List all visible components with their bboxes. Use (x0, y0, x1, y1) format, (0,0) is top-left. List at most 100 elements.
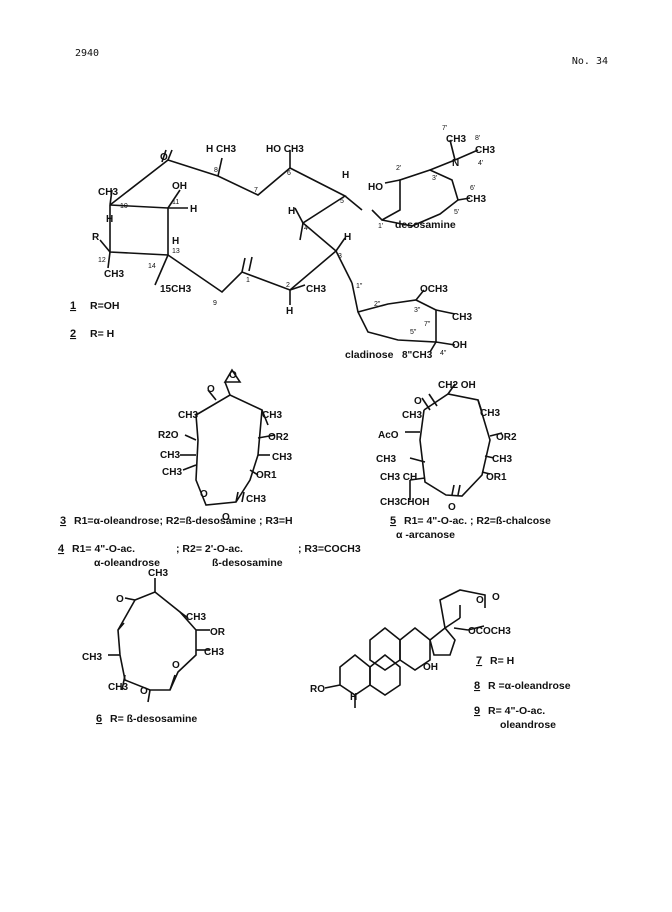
compound-4-r2: ; R2= 2'-O-ac. (176, 543, 243, 555)
lactone-o-label: O (200, 489, 208, 500)
ch3-15-label: 15CH3 (160, 284, 192, 295)
or2-label: OR2 (268, 432, 289, 443)
oh-11-label: OH (172, 181, 187, 192)
lactone-o-label: O (140, 686, 148, 697)
ch3-a-label: CH3 (186, 612, 206, 623)
h-13-label: H (172, 236, 179, 247)
or1-label: OR1 (486, 472, 507, 483)
or-label: OR (210, 627, 226, 638)
compound-5-number: 5 (390, 515, 396, 527)
compound-3-definition: R1=α-oleandrose; R2=ß-desosamine ; R3=H (74, 515, 293, 527)
ch3-b-label: CH3 (262, 410, 282, 421)
compound-4-r3: ; R3=COCH3 (298, 543, 361, 555)
ch3-8p-label: CH3 (475, 145, 495, 156)
atom-number-10: 10 (120, 203, 128, 210)
compound-6-number: 6 (96, 713, 102, 725)
ococh3-label: OCOCH3 (468, 626, 511, 637)
ch3-12-label: CH3 (104, 269, 124, 280)
structure-6: CH3 O CH3 OR CH3 CH3 CH3 O O 6 R= ß-deso… (82, 568, 226, 725)
ch3-a-label: CH3 (178, 410, 198, 421)
epoxide-o-label: O (229, 370, 237, 381)
compound-3-number: 3 (60, 515, 66, 527)
atom-number-7pp: 7" (424, 321, 431, 328)
h-2-label: H (286, 306, 293, 317)
compound-1-definition: R=OH (90, 300, 119, 312)
ketone-o-label: O (207, 384, 215, 395)
atom-number-5: 5 (340, 198, 344, 205)
compound-4-r1-sugar: α-oleandrose (94, 557, 160, 569)
r-label: R (92, 232, 100, 243)
n-label: N (452, 158, 459, 169)
h-3-label: H (344, 232, 351, 243)
atom-number-1pp: 1" (356, 283, 363, 290)
atom-number-1: 1 (246, 277, 250, 284)
aco-label: AcO (378, 430, 399, 441)
r2o-label: R2O (158, 430, 179, 441)
compound-5-sugar: α -arcanose (396, 529, 455, 541)
or2-label: OR2 (496, 432, 517, 443)
compound-4-r2-sugar: ß-desosamine (212, 557, 283, 569)
atom-number-6: 6 (287, 170, 291, 177)
atom-number-11: 11 (172, 199, 179, 206)
structure-steroid: RO H OH OCOCH3 O O 7 R= H 8 R =α-oleandr… (310, 589, 571, 731)
compound-5-definition: R1= 4"-O-ac. ; R2=ß-chalcose (404, 515, 551, 527)
compound-8-definition: R =α-oleandrose (488, 680, 571, 692)
compound-9-definition: R= 4"-O-ac. (488, 705, 545, 717)
desosamine-label: desosamine (395, 219, 456, 231)
compound-2-definition: R= H (90, 328, 114, 340)
compound-4-r1: R1= 4"-O-ac. (72, 543, 135, 555)
ch3choh-label: CH3CHOH (380, 497, 429, 508)
atom-number-2p: 2' (396, 165, 401, 172)
ch3-2-label: CH3 (306, 284, 326, 295)
structure-oleandomycin: O O CH3 CH3 R2O OR2 CH3 CH3 CH3 OR1 CH3 … (58, 368, 361, 569)
oh-4pp-label: OH (452, 340, 467, 351)
ch3-d-label: CH3 (376, 454, 396, 465)
ch3-b-label: CH3 (480, 408, 500, 419)
atom-number-1p: 1' (378, 223, 383, 230)
atom-number-3: 3 (338, 253, 342, 260)
ch3-c-label: CH3 (82, 652, 102, 663)
ch3-7p-label: CH3 (446, 134, 466, 145)
ho-desosamine-label: HO (368, 182, 383, 193)
lactone-carbonyl-o-label: O (492, 592, 500, 603)
ch3-8pp-label: 8"CH3 (402, 350, 433, 361)
h-4-label: H (288, 206, 295, 217)
oh-label: OH (423, 662, 438, 673)
compound-1-number: 1 (70, 300, 76, 312)
h-11-label: H (190, 204, 197, 215)
atom-number-3pp: 3" (414, 307, 421, 314)
epoxide-o-label: O (172, 660, 180, 671)
ch3-e-label: CH3 (162, 467, 182, 478)
ch3-b-label: CH3 (204, 647, 224, 658)
ch3-c-label: CH3 (160, 450, 180, 461)
compound-4-number: 4 (58, 543, 65, 555)
ro-label: RO (310, 684, 325, 695)
ch3-f-label: CH3 (246, 494, 266, 505)
och3-label: OCH3 (420, 284, 448, 295)
compound-6-definition: R= ß-desosamine (110, 713, 197, 725)
atom-number-9: 9 (213, 300, 217, 307)
ch3-10-label: CH3 (98, 187, 118, 198)
compound-7-number: 7 (476, 655, 482, 667)
h-5-label: H (342, 170, 349, 181)
h-10-label: H (106, 214, 113, 225)
compound-8-number: 8 (474, 680, 480, 692)
ch3-6p-label: CH3 (466, 194, 486, 205)
ch3-top-label: CH3 (148, 568, 168, 579)
ch3-c-label: CH3 (492, 454, 512, 465)
atom-number-4p: 4' (478, 160, 483, 167)
atom-number-7: 7 (254, 187, 258, 194)
structure-erythromycin: O H CH3 HO CH3 CH3 OH H H H H H R CH3 15… (70, 125, 495, 361)
atom-number-13: 13 (172, 248, 180, 255)
atom-number-8p: 8' (475, 135, 480, 142)
carbonyl-o-label: O (448, 502, 456, 513)
ketone-o-label: O (414, 396, 422, 407)
structure-5: O CH2 OH CH3 AcO CH3 OR2 CH3 OR1 CH3 CH3… (376, 380, 551, 541)
ch3-a-label: CH3 (402, 410, 422, 421)
atom-number-2: 2 (286, 282, 290, 289)
issue-number: No. 34 (571, 56, 608, 67)
ring-o-label: O (160, 152, 168, 163)
atom-number-5pp: 5" (410, 329, 417, 336)
h-label: H (350, 692, 357, 703)
